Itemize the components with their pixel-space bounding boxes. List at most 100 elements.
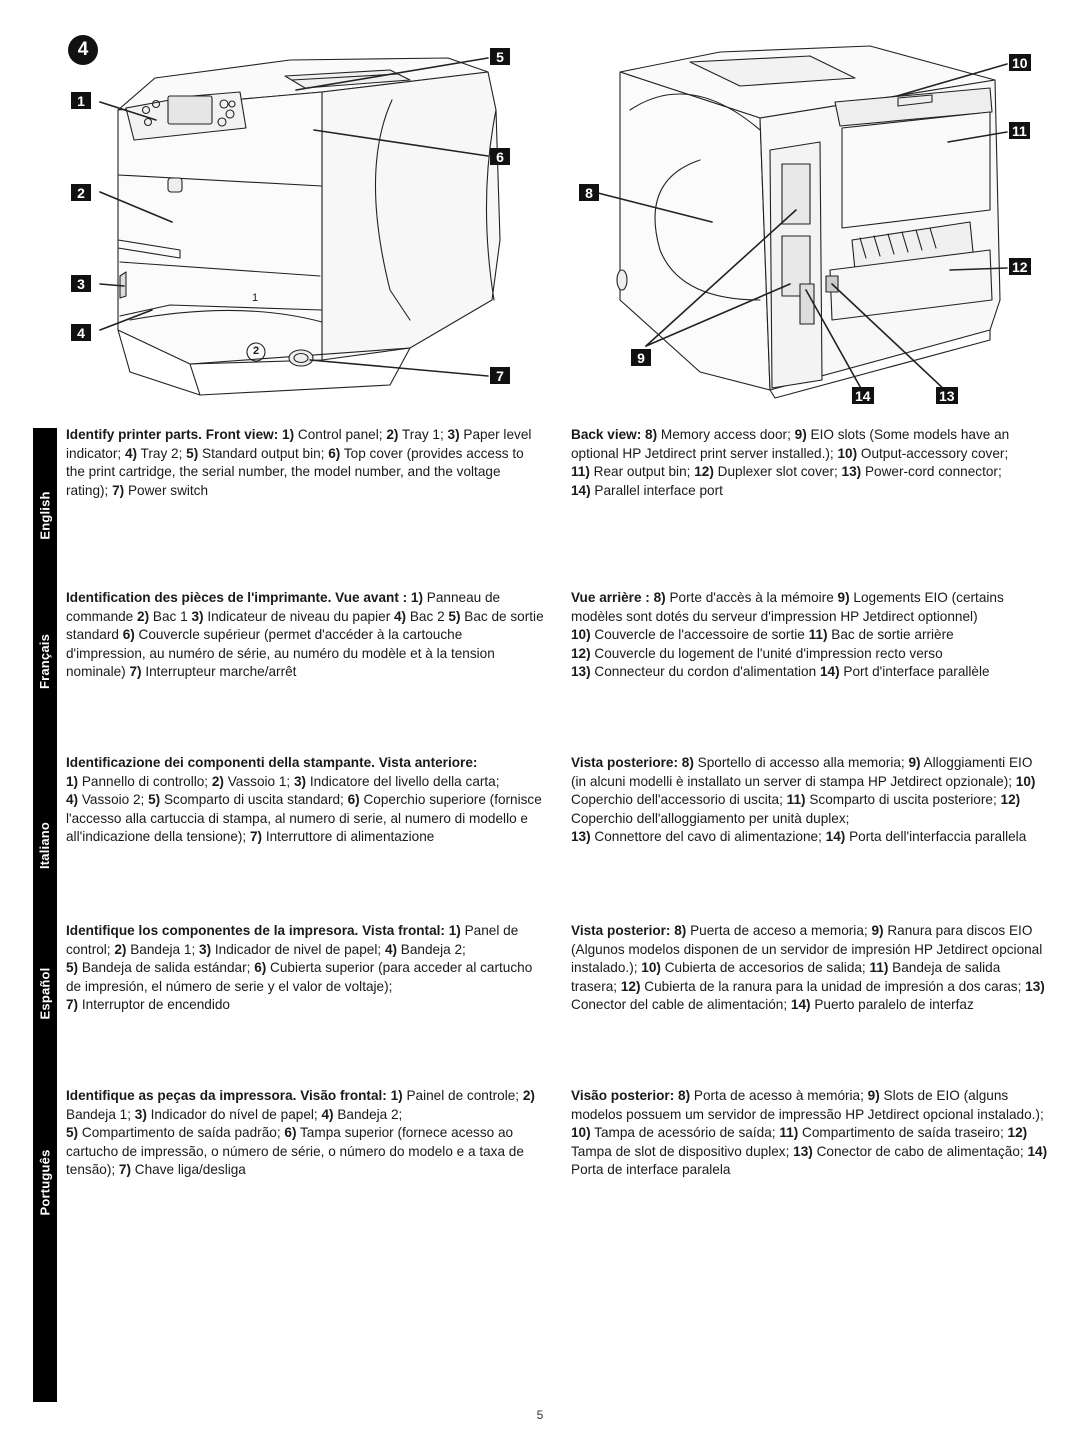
text-run: Bac de sortie standard [66, 608, 544, 643]
bold-text-run: 3) [447, 427, 460, 442]
bold-text-run: Vista posteriore: 8) [571, 755, 694, 770]
bold-text-run: 13) [1025, 978, 1045, 994]
text-run: Indicador do nível de papel; [146, 1106, 322, 1122]
bold-text-run: 11) [808, 627, 828, 643]
bold-text-run: 10) [641, 960, 661, 976]
text-run: Bac 1 [149, 608, 192, 624]
bold-text-run: 14) [571, 482, 591, 498]
text-run: Bandeja 1; [126, 941, 200, 957]
bold-text-run: 12) [620, 978, 641, 994]
bold-text-run: 4) [66, 792, 79, 808]
bold-text-run: 9) [871, 923, 884, 938]
bold-text-run: 1) [66, 773, 79, 789]
text-run: Power-cord connector; [861, 464, 1002, 480]
text-run: Sportello di accesso alla memoria; [693, 755, 909, 770]
portugues-back-view-text: Visão posterior: 8) Porta de acesso à me… [571, 1087, 1049, 1180]
bold-text-run: Identificazione dei componenti della sta… [66, 755, 478, 770]
italiano-back-view-text: Vista posteriore: 8) Sportello di access… [571, 754, 1049, 847]
bold-text-run: 14) [790, 997, 811, 1013]
bold-text-run: 12) [1000, 792, 1021, 808]
bold-text-run: 12) [694, 464, 714, 480]
bold-text-run: 7) [112, 482, 125, 498]
callout-5: 5 [490, 48, 510, 65]
bold-text-run: 2) [386, 427, 399, 442]
text-run: Memory access door; [657, 427, 795, 442]
tray1-mark: 1 [252, 292, 259, 304]
bold-text-run: 6) [122, 627, 135, 643]
text-run: Porta de acesso à memória; [690, 1088, 868, 1103]
bold-text-run: 12) [571, 645, 591, 661]
bold-text-run: 9) [837, 590, 850, 605]
text-run: Rear output bin; [589, 464, 695, 480]
callout-13: 13 [936, 387, 958, 404]
callout-10: 10 [1009, 54, 1031, 71]
espanol-front-view-text: Identifique los componentes de la impres… [66, 922, 544, 1015]
text-run: Painel de controle; [402, 1088, 523, 1103]
bold-text-run: 14) [819, 664, 840, 680]
language-label-espanol: Español [37, 967, 53, 1019]
bold-text-run: 3) [191, 608, 204, 624]
bold-text-run: Identification des pièces de l'imprimant… [66, 590, 424, 605]
text-run: Top cover (provides access to the print … [66, 445, 524, 498]
text-run: Cubierta de accesorios de salida; [660, 960, 870, 976]
bold-text-run: 2) [211, 773, 224, 789]
bold-text-run: 13) [571, 664, 591, 680]
bold-text-run: 13) [841, 464, 862, 480]
text-run: Compartimento de saída padrão; [78, 1125, 285, 1141]
bold-text-run: 10) [837, 445, 858, 461]
callout-2: 2 [71, 184, 91, 201]
bold-text-run: Identify printer parts. Front view: 1) [66, 427, 295, 442]
text-run: Ranura para discos EIO (Algunos modelos … [571, 923, 1043, 976]
bold-text-run: 3) [199, 941, 212, 957]
text-run: Bandeja de salida trasera; [571, 960, 1001, 994]
bold-text-run: Identifique los componentes de la impres… [66, 923, 461, 938]
bold-text-run: 10) [571, 627, 591, 643]
language-sidebar [33, 428, 57, 1402]
callout-14: 14 [852, 387, 874, 404]
bold-text-run: 13) [793, 1143, 813, 1159]
callout-7: 7 [490, 367, 510, 384]
text-run: EIO slots (Some models have an optional … [571, 427, 1010, 461]
bold-text-run: 14) [1027, 1143, 1048, 1159]
bold-text-run: 7) [118, 1162, 131, 1178]
italiano-front-view-text: Identificazione dei componenti della sta… [66, 754, 544, 847]
text-run: Puerta de acceso a memoria; [686, 923, 872, 938]
bold-text-run: 4) [321, 1106, 334, 1122]
english-back-view-text: Back view: 8) Memory access door; 9) EIO… [571, 426, 1049, 500]
bold-text-run: 11) [786, 792, 806, 808]
text-run: Interruttore di alimentazione [262, 829, 435, 845]
page-number: 5 [536, 1408, 544, 1422]
callout-9: 9 [631, 349, 651, 366]
text-run: Interrupteur marche/arrêt [141, 664, 297, 680]
text-run: Standard output bin; [198, 445, 329, 461]
callout-6: 6 [490, 148, 510, 165]
language-label-portugues: Português [37, 1148, 53, 1216]
bold-text-run: 5) [66, 960, 79, 976]
text-run: Conector del cable de alimentación; [571, 997, 791, 1013]
callout-4: 4 [71, 324, 91, 341]
bold-text-run: 4) [124, 445, 138, 461]
text-run: Compartimento de saída traseiro; [798, 1125, 1008, 1141]
text-run: Connettore del cavo di alimentazione; [590, 829, 826, 845]
francais-front-view-text: Identification des pièces de l'imprimant… [66, 589, 544, 682]
bold-text-run: Visão posterior: 8) [571, 1088, 691, 1103]
bold-text-run: 14) [825, 829, 846, 845]
bold-text-run: 10) [1015, 773, 1036, 789]
text-run: Bandeja 2; [397, 941, 466, 957]
text-run: Tray 1; [398, 427, 448, 442]
bold-text-run: 12) [1007, 1125, 1028, 1141]
bold-text-run: 13) [571, 829, 591, 845]
text-run: Indicatore del livello della carta; [306, 773, 500, 789]
bold-text-run: 4) [384, 941, 398, 957]
text-run: Vassoio 1; [223, 773, 294, 789]
text-run: Coperchio superiore (fornisce l'accesso … [66, 792, 542, 845]
text-run: Vassoio 2; [78, 792, 149, 808]
bold-text-run: 2) [114, 941, 127, 957]
bold-text-run: 5) [66, 1125, 79, 1141]
text-run: Control panel; [294, 427, 387, 442]
text-run: Bac de sortie arrière [827, 627, 954, 643]
text-run: Bandeja de salida estándar; [78, 960, 255, 976]
bold-text-run: Identifique as peças da impressora. Visã… [66, 1088, 403, 1103]
bold-text-run: 6) [328, 445, 341, 461]
text-run: Conector de cabo de alimentação; [812, 1143, 1028, 1159]
